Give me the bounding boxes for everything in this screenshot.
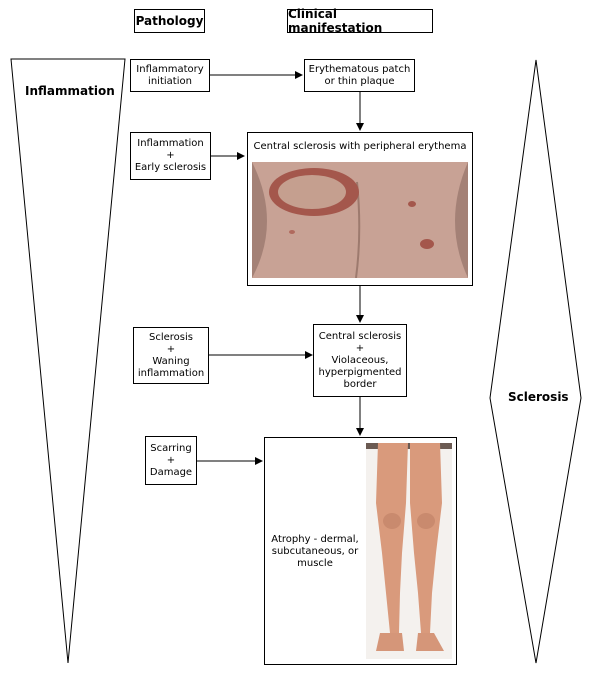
pathology-stage-1: Inflammatory initiation [130, 59, 210, 92]
clinical-stage-2-caption: Central sclerosis with peripheral erythe… [253, 141, 467, 152]
clinical-stage-2: Central sclerosis with peripheral erythe… [247, 132, 473, 286]
thigh-lesion-photo [252, 162, 468, 278]
inflammation-wedge [10, 58, 126, 664]
clinical-stage-4: Atrophy - dermal, subcutaneous, or muscl… [264, 437, 457, 665]
clinical-stage-3: Central sclerosis + Violaceous, hyperpig… [313, 324, 407, 397]
pathology-stage-3: Sclerosis + Waning inflammation [133, 327, 209, 384]
pathology-stage-4: Scarring + Damage [145, 436, 197, 485]
pathology-stage-2: Inflammation + Early sclerosis [130, 132, 211, 180]
clinical-stage-4-caption: Atrophy - dermal, subcutaneous, or muscl… [271, 534, 359, 569]
inflammation-label: Inflammation [25, 84, 115, 98]
clinical-stage-1: Erythematous patch or thin plaque [304, 59, 415, 92]
legs-atrophy-photo [366, 443, 452, 659]
clinical-manifestation-header: Clinical manifestation [287, 7, 433, 35]
sclerosis-diamond [489, 59, 582, 664]
pathology-header: Pathology [134, 9, 205, 33]
sclerosis-label: Sclerosis [508, 390, 569, 404]
